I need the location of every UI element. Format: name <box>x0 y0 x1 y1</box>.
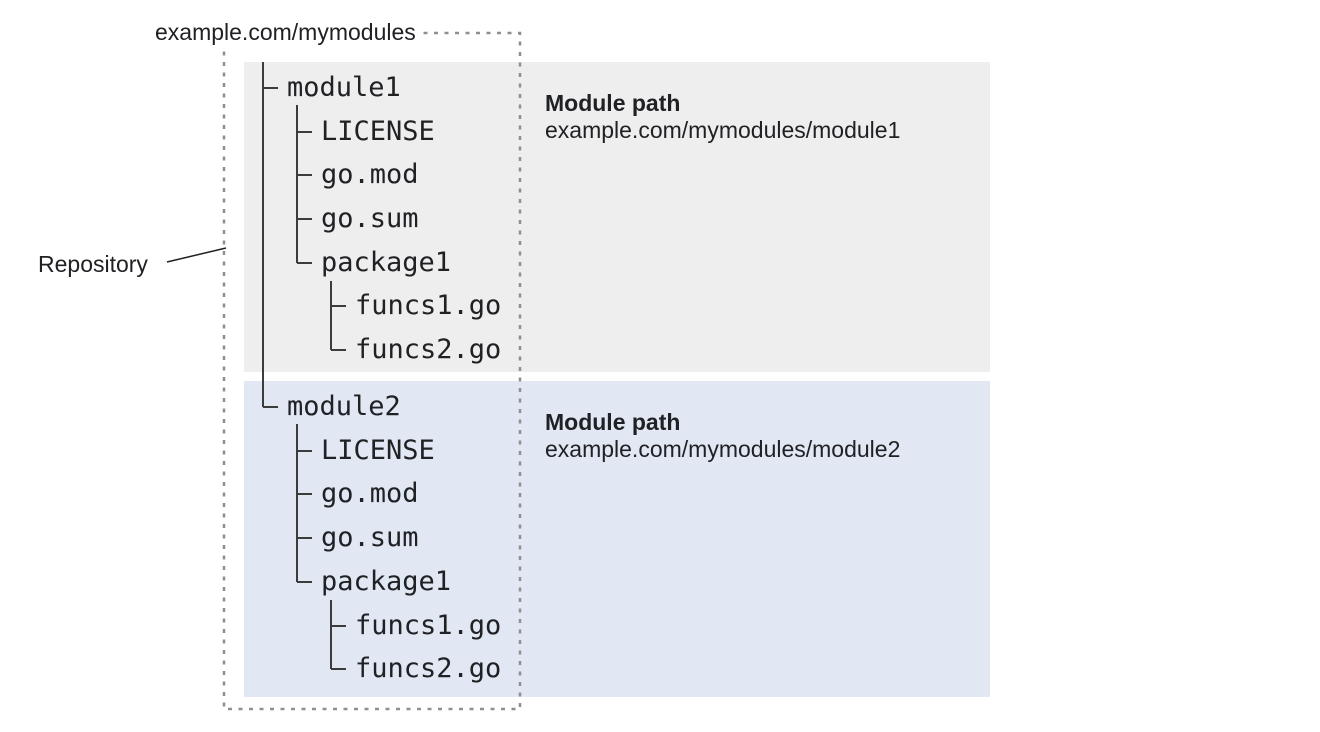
repository-label: Repository <box>38 251 148 277</box>
module2-panel <box>244 381 990 697</box>
tree-item-gomod-m1: go.mod <box>321 159 419 190</box>
tree-item-module2: module2 <box>287 391 401 422</box>
tree-item-module1: module1 <box>287 72 401 103</box>
module2-path-block: Module path example.com/mymodules/module… <box>545 409 900 463</box>
tree-item-gomod-m2: go.mod <box>321 478 419 509</box>
tree-item-gosum-m2: go.sum <box>321 522 419 553</box>
tree-item-package1-m2: package1 <box>321 566 452 597</box>
module-path-value-m2: example.com/mymodules/module2 <box>545 436 901 462</box>
tree-item-funcs1-m2: funcs1.go <box>355 610 502 641</box>
module-path-value-m1: example.com/mymodules/module1 <box>545 117 901 143</box>
tree-item-license-m2: LICENSE <box>321 435 435 466</box>
tree-item-license-m1: LICENSE <box>321 116 435 147</box>
repo-url-label: example.com/mymodules <box>150 16 422 48</box>
tree-item-gosum-m1: go.sum <box>321 203 419 234</box>
tree-item-package1-m1: package1 <box>321 247 452 278</box>
module-path-heading-m2: Module path <box>545 409 681 435</box>
module1-path-block: Module path example.com/mymodules/module… <box>545 90 900 144</box>
module-path-heading-m1: Module path <box>545 90 681 116</box>
tree-item-funcs1-m1: funcs1.go <box>355 290 502 321</box>
tree-connectors <box>262 62 346 670</box>
module1-panel <box>244 62 990 372</box>
repository-leader-line <box>166 247 227 263</box>
tree-item-funcs2-m2: funcs2.go <box>355 653 502 684</box>
tree-item-funcs2-m1: funcs2.go <box>355 334 502 365</box>
